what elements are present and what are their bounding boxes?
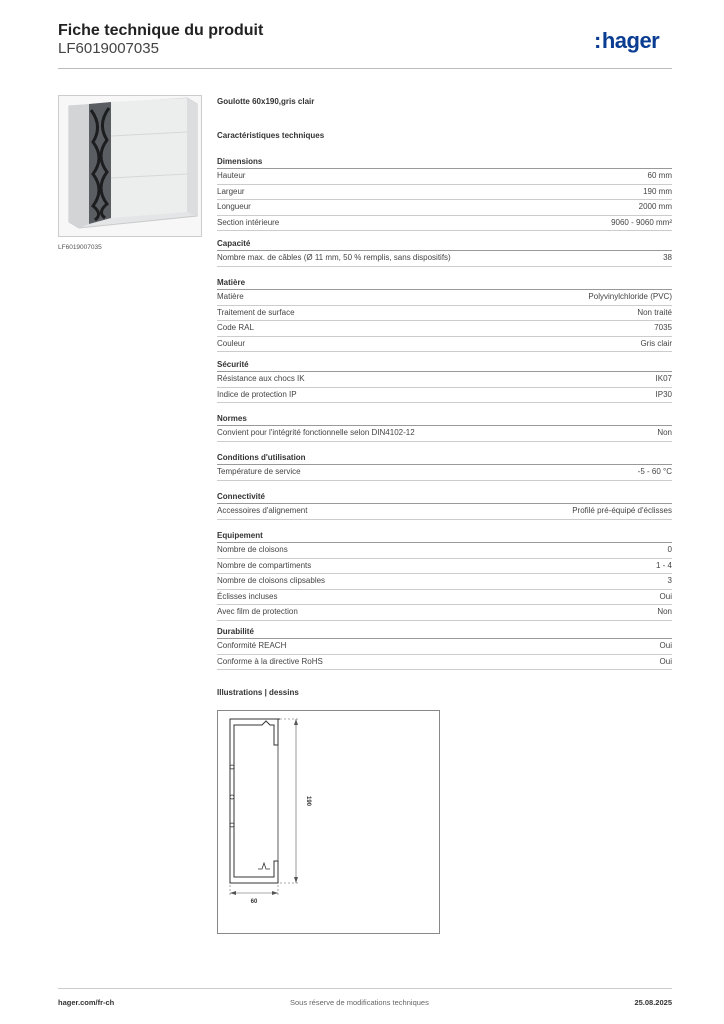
spec-row: Nombre de compartiments 1 - 4 (217, 559, 672, 574)
spec-section-title: Capacité (217, 238, 672, 251)
spec-row: Résistance aux chocs IK IK07 (217, 372, 672, 388)
spec-label: Largeur (217, 186, 245, 196)
spec-label: Nombre max. de câbles (Ø 11 mm, 50 % rem… (217, 253, 451, 262)
spec-value: 3 (667, 576, 672, 585)
spec-value: 1 - 4 (655, 560, 672, 570)
spec-value: Non (657, 428, 672, 437)
dimension-width-label: 60 (251, 899, 258, 905)
spec-label: Température de service (217, 467, 301, 476)
spec-row: Conforme à la directive RoHS Oui (217, 655, 672, 670)
footer-divider (58, 988, 672, 989)
spec-row: Éclisses incluses Oui (217, 590, 672, 605)
spec-value: IK07 (655, 374, 672, 383)
spec-label: Traitement de surface (217, 307, 295, 317)
spec-row: Code RAL 7035 (217, 321, 672, 337)
spec-row: Nombre max. de câbles (Ø 11 mm, 50 % rem… (217, 251, 672, 267)
spec-row: Nombre de cloisons clipsables 3 (217, 574, 672, 590)
spec-label: Résistance aux chocs IK (217, 374, 305, 383)
spec-label: Éclisses incluses (217, 591, 278, 601)
illustrations-title: Illustrations | dessins (217, 688, 299, 697)
spec-label: Avec film de protection (217, 607, 298, 616)
spec-value: 190 mm (643, 186, 672, 196)
spec-value: Profilé pré-équipé d'éclisses (572, 506, 672, 515)
spec-value: 7035 (654, 323, 672, 332)
spec-label: Accessoires d'alignement (217, 506, 308, 515)
dimension-height-label: 190 (305, 796, 311, 807)
spec-row: Indice de protection IP IP30 (217, 388, 672, 403)
technical-drawing: 190 60 (217, 710, 440, 934)
spec-row: Température de service -5 - 60 °C (217, 465, 672, 481)
spec-label: Nombre de cloisons clipsables (217, 576, 326, 585)
spec-value: Oui (659, 591, 672, 601)
spec-value: Non traité (637, 307, 672, 317)
spec-label: Convient pour l'intégrité fonctionnelle … (217, 428, 415, 437)
spec-row: Accessoires d'alignement Profilé pré-équi… (217, 504, 672, 520)
spec-section-title: Sécurité (217, 359, 672, 372)
page-title: Fiche technique du produit (58, 22, 264, 39)
spec-value: 9060 - 9060 mm² (611, 217, 672, 227)
spec-label: Longueur (217, 202, 251, 211)
header-divider (58, 68, 672, 69)
spec-row: Longueur 2000 mm (217, 200, 672, 216)
spec-row: Matière Polyvinylchloride (PVC) (217, 290, 672, 306)
spec-section-title: Connectivité (217, 491, 672, 504)
spec-row: Nombre de cloisons 0 (217, 543, 672, 559)
footer-disclaimer: Sous réserve de modifications techniques (290, 998, 429, 1007)
photo-caption: LF6019007035 (58, 244, 102, 251)
spec-section-title: Conditions d'utilisation (217, 452, 672, 465)
spec-value: Oui (659, 656, 672, 666)
spec-section-title: Dimensions (217, 156, 672, 169)
spec-row: Avec film de protection Non (217, 605, 672, 621)
product-reference: LF6019007035 (58, 40, 159, 57)
spec-value: Polyvinylchloride (PVC) (588, 292, 672, 301)
spec-label: Nombre de cloisons (217, 545, 288, 554)
spec-section-title: Durabilité (217, 626, 672, 639)
spec-value: Non (657, 607, 672, 616)
spec-value: 38 (663, 253, 672, 262)
spec-label: Indice de protection IP (217, 389, 297, 399)
spec-row: Traitement de surface Non traité (217, 306, 672, 321)
spec-value: Gris clair (640, 338, 672, 348)
spec-label: Conformité REACH (217, 641, 287, 650)
spec-row: Couleur Gris clair (217, 337, 672, 352)
spec-section-title: Matière (217, 277, 672, 290)
spec-value: IP30 (655, 389, 672, 399)
product-name: Goulotte 60x190,gris clair (217, 97, 315, 106)
spec-row: Conformité REACH Oui (217, 639, 672, 655)
spec-label: Hauteur (217, 171, 246, 180)
spec-row: Hauteur 60 mm (217, 169, 672, 185)
tech-characteristics-title: Caractéristiques techniques (217, 131, 325, 140)
spec-label: Section intérieure (217, 217, 280, 227)
spec-value: Oui (659, 641, 672, 650)
spec-row: Largeur 190 mm (217, 185, 672, 200)
footer-date: 25.08.2025 (634, 998, 672, 1007)
spec-label: Nombre de compartiments (217, 560, 312, 570)
spec-label: Conforme à la directive RoHS (217, 656, 323, 666)
spec-section-title: Equipement (217, 530, 672, 543)
spec-label: Couleur (217, 338, 246, 348)
hager-logo: :hager (594, 28, 660, 53)
footer-website-link[interactable]: hager.com/fr-ch (58, 998, 115, 1007)
spec-row: Convient pour l'intégrité fonctionnelle … (217, 426, 672, 442)
spec-value: 0 (667, 545, 672, 554)
spec-value: 2000 mm (638, 202, 672, 211)
spec-value: 60 mm (647, 171, 672, 180)
spec-label: Matière (217, 292, 244, 301)
spec-value: -5 - 60 °C (637, 467, 672, 476)
spec-row: Section intérieure 9060 - 9060 mm² (217, 216, 672, 231)
spec-label: Code RAL (217, 323, 254, 332)
product-photo (58, 95, 202, 237)
spec-section-title: Normes (217, 413, 672, 426)
